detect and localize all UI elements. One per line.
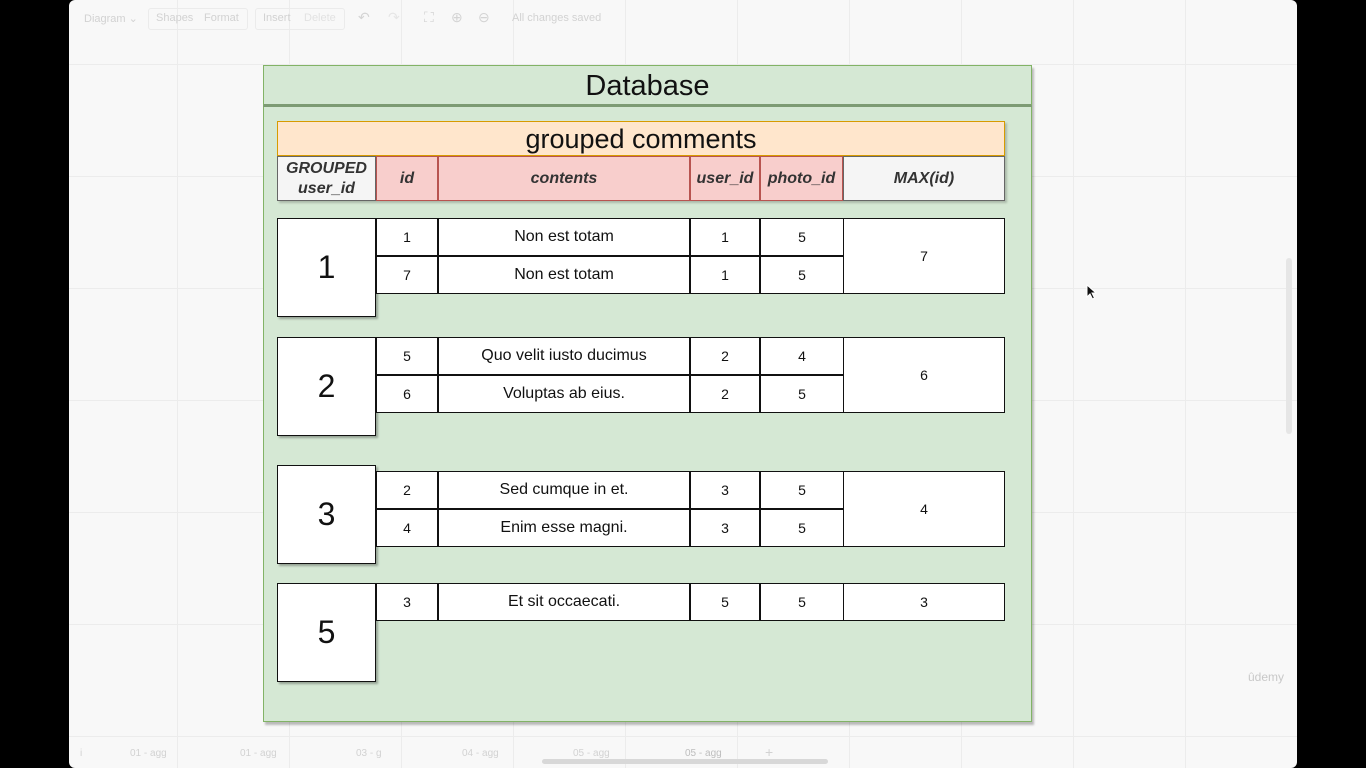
shapes-button[interactable]: Shapes — [156, 12, 194, 24]
cell-contents[interactable]: Quo velit iusto ducimus — [438, 337, 690, 375]
page-tab-indicator[interactable]: i — [80, 748, 83, 759]
column-header-line: user_id — [298, 179, 355, 197]
cell-user-id[interactable]: 2 — [690, 337, 760, 375]
cell-max-id[interactable]: 6 — [843, 337, 1005, 413]
cell-id[interactable]: 7 — [376, 256, 438, 294]
shapes-format-group — [148, 8, 248, 30]
cell-id[interactable]: 5 — [376, 337, 438, 375]
cell-user-id[interactable]: 3 — [690, 509, 760, 547]
horizontal-scrollbar[interactable] — [542, 759, 828, 764]
delete-button[interactable]: Delete — [304, 12, 336, 24]
cell-max-id[interactable]: 7 — [843, 218, 1005, 294]
zoom-out-icon[interactable]: ⊖ — [478, 9, 490, 25]
insert-delete-group — [255, 8, 345, 30]
cell-contents[interactable]: Sed cumque in et. — [438, 471, 690, 509]
redo-icon[interactable]: ↷ — [388, 9, 400, 25]
cell-user-id[interactable]: 5 — [690, 583, 760, 621]
cell-max-id[interactable]: 3 — [843, 583, 1005, 621]
cell-photo-id[interactable]: 5 — [760, 218, 844, 256]
cell-photo-id[interactable]: 5 — [760, 509, 844, 547]
fullscreen-icon[interactable]: ⛶ — [424, 9, 434, 25]
page-tab[interactable]: 04 - agg — [462, 748, 499, 759]
page-tab[interactable]: 01 - agg — [130, 748, 167, 759]
cell-photo-id[interactable]: 5 — [760, 256, 844, 294]
cell-user-id[interactable]: 3 — [690, 471, 760, 509]
cell-contents[interactable]: Non est totam — [438, 256, 690, 294]
column-header-max-id: MAX(id) — [843, 156, 1005, 201]
mouse-cursor-icon — [1086, 284, 1098, 300]
group-key-box[interactable]: 5 — [277, 583, 376, 682]
cell-user-id[interactable]: 1 — [690, 256, 760, 294]
column-header-photo-id: photo_id — [760, 156, 843, 201]
cell-id[interactable]: 4 — [376, 509, 438, 547]
cell-max-id[interactable]: 4 — [843, 471, 1005, 547]
cell-photo-id[interactable]: 5 — [760, 583, 844, 621]
group-key-box[interactable]: 2 — [277, 337, 376, 436]
cell-id[interactable]: 6 — [376, 375, 438, 413]
diagram-menu[interactable]: Diagram ⌄ — [84, 13, 138, 25]
cell-id[interactable]: 1 — [376, 218, 438, 256]
page-tab[interactable]: 05 - agg — [573, 748, 610, 759]
page-tab[interactable]: 01 - agg — [240, 748, 277, 759]
column-header-line: GROUPED — [286, 159, 367, 177]
page-tab-active[interactable]: 05 - agg — [685, 748, 722, 759]
cell-user-id[interactable]: 1 — [690, 218, 760, 256]
cell-photo-id[interactable]: 5 — [760, 471, 844, 509]
grouped-comments-title: grouped comments — [277, 121, 1005, 156]
cell-id[interactable]: 3 — [376, 583, 438, 621]
column-header-id: id — [376, 156, 438, 201]
add-page-icon[interactable]: + — [765, 744, 774, 760]
cell-photo-id[interactable]: 4 — [760, 337, 844, 375]
undo-icon[interactable]: ↶ — [358, 9, 370, 25]
cell-contents[interactable]: Enim esse magni. — [438, 509, 690, 547]
group-key-box[interactable]: 3 — [277, 465, 376, 564]
column-header-user-id: user_id — [690, 156, 760, 201]
column-header-contents: contents — [438, 156, 690, 201]
page-tab[interactable]: 03 - g — [356, 748, 382, 759]
vertical-scrollbar[interactable] — [1286, 258, 1292, 434]
insert-button[interactable]: Insert — [263, 12, 291, 24]
format-button[interactable]: Format — [204, 12, 239, 24]
zoom-in-icon[interactable]: ⊕ — [451, 9, 463, 25]
udemy-watermark: ûdemy — [1248, 670, 1285, 684]
cell-user-id[interactable]: 2 — [690, 375, 760, 413]
cell-contents[interactable]: Non est totam — [438, 218, 690, 256]
cell-photo-id[interactable]: 5 — [760, 375, 844, 413]
cell-contents[interactable]: Voluptas ab eius. — [438, 375, 690, 413]
cell-id[interactable]: 2 — [376, 471, 438, 509]
save-status: All changes saved — [512, 12, 602, 24]
cell-contents[interactable]: Et sit occaecati. — [438, 583, 690, 621]
column-header-grouped-user-id: GROUPED user_id — [277, 156, 376, 201]
group-key-box[interactable]: 1 — [277, 218, 376, 317]
database-title: Database — [263, 65, 1032, 107]
